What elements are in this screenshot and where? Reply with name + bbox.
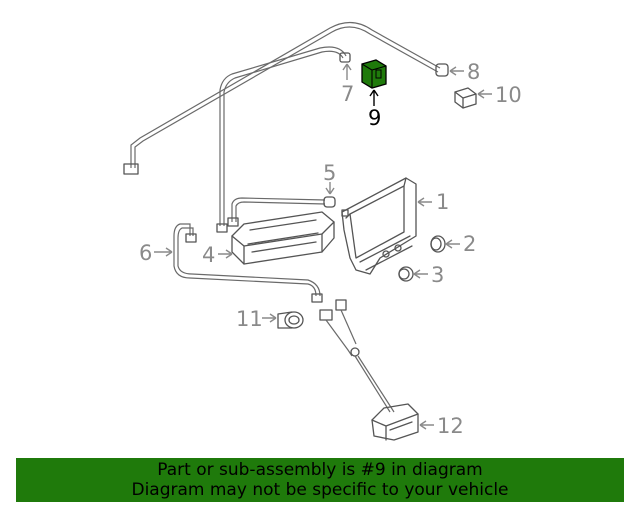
callout-6: 6 (139, 241, 152, 265)
part-3-knob (398, 266, 414, 282)
part-10-switch (454, 87, 477, 109)
leader-9[interactable] (369, 89, 379, 106)
callout-4: 4 (202, 243, 215, 267)
parts-diagram: 1 2 3 4 5 6 7 8 9 10 11 12 (123, 21, 522, 441)
cable-part-6 (173, 223, 317, 297)
connector-part-7 (339, 52, 351, 63)
part-11-plug (277, 311, 304, 329)
callout-3: 3 (431, 263, 444, 287)
callout-1: 1 (436, 190, 449, 214)
leader-8 (449, 66, 464, 76)
callout-9[interactable]: 9 (368, 106, 381, 130)
leader-11 (262, 313, 277, 323)
leader-12 (419, 420, 434, 430)
cable-to-unit-4 (219, 46, 347, 226)
leader-10 (477, 89, 492, 99)
callout-5: 5 (323, 161, 336, 185)
callout-11: 11 (236, 307, 263, 331)
leader-6 (154, 247, 173, 257)
cable-part-5 (231, 197, 326, 222)
part-4-unit (231, 211, 335, 265)
part-1-head-unit (341, 177, 417, 275)
leader-4 (218, 249, 233, 259)
leader-3 (413, 269, 428, 279)
callout-7: 7 (341, 82, 354, 106)
connector-part-5 (323, 196, 336, 208)
callout-8: 8 (467, 60, 480, 84)
leader-7 (342, 63, 352, 80)
connector-part-8 (435, 63, 449, 77)
info-banner: Part or sub-assembly is #9 in diagram Di… (16, 458, 624, 502)
callout-2: 2 (463, 232, 476, 256)
part-12-harness (319, 299, 419, 441)
leader-2 (445, 239, 460, 249)
banner-line-2: Diagram may not be specific to your vehi… (131, 480, 509, 500)
leader-1 (417, 197, 432, 207)
callout-10: 10 (495, 83, 522, 107)
leader-5 (325, 182, 335, 195)
cable-antenna-long (130, 21, 441, 168)
part-2-knob (430, 235, 446, 253)
part-9-module (361, 59, 387, 89)
banner-line-1: Part or sub-assembly is #9 in diagram (157, 460, 483, 480)
callout-12: 12 (437, 414, 464, 438)
connector-left-plug (123, 163, 139, 175)
